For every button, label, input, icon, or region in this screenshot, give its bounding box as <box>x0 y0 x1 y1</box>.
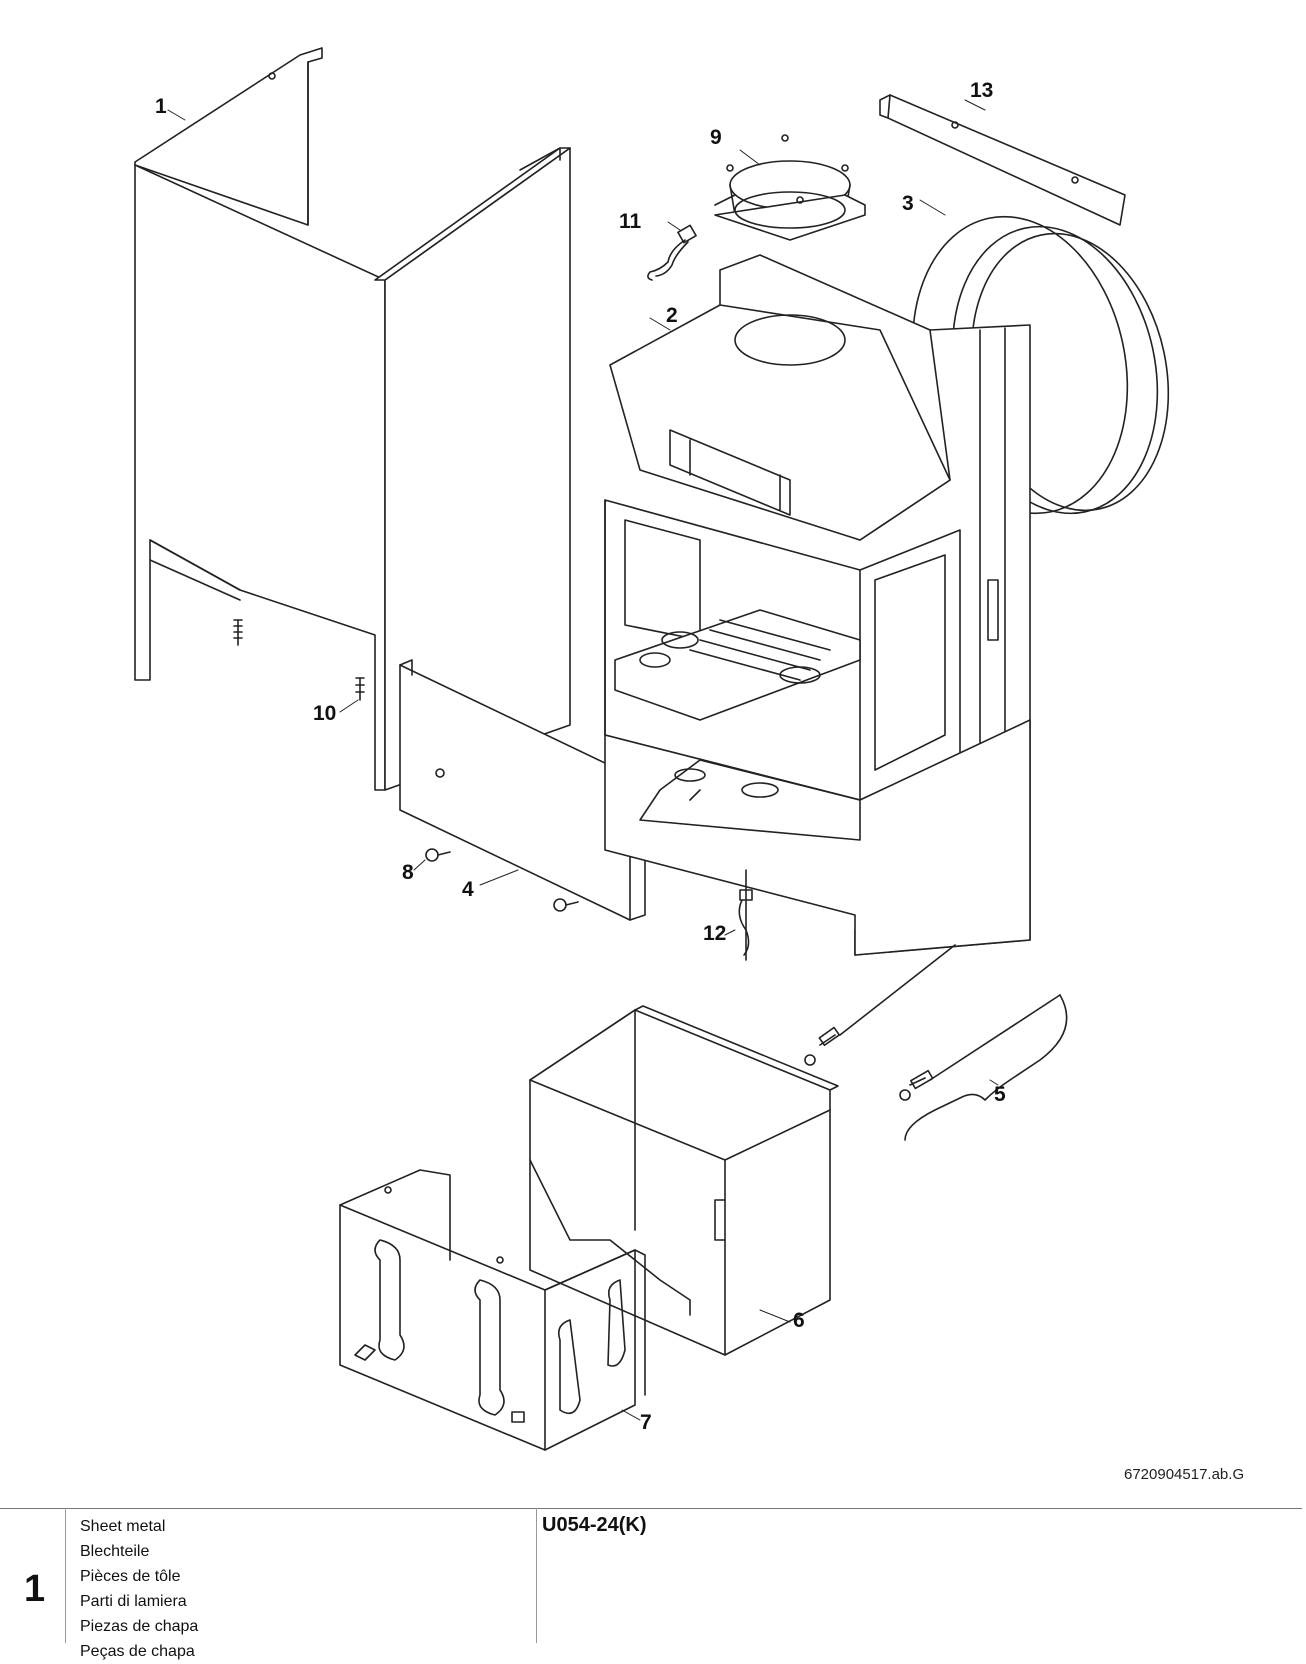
callout-3: 3 <box>902 192 914 215</box>
part-8-screws <box>413 848 579 912</box>
title-es: Piezas de chapa <box>80 1618 199 1635</box>
title-en: Sheet metal <box>80 1518 166 1535</box>
callout-7: 7 <box>640 1411 652 1434</box>
section-number: 1 <box>24 1568 46 1610</box>
parts-list-footer: 1 Sheet metal Blechteile Pièces de tôle … <box>0 1508 1306 1660</box>
callout-13: 13 <box>970 79 994 102</box>
callout-4: 4 <box>462 878 474 901</box>
callout-9: 9 <box>710 126 722 149</box>
part-2-frame-assembly <box>604 254 1031 956</box>
callout-5: 5 <box>994 1083 1006 1106</box>
title-fr: Pièces de tôle <box>80 1568 181 1585</box>
part-6-inner-box <box>529 1005 839 1356</box>
callout-8: 8 <box>402 861 414 884</box>
title-it: Parti di lamiera <box>80 1593 187 1610</box>
drawing-reference-number: 6720904517.ab.G <box>1124 1466 1245 1483</box>
part-7-base-box <box>339 1169 646 1451</box>
footer-divider <box>0 1508 1302 1509</box>
part-5-rods <box>804 944 1068 1141</box>
leader-lines <box>167 109 999 1086</box>
callout-10: 10 <box>313 702 337 725</box>
footer-column-divider <box>65 1508 66 1643</box>
title-de: Blechteile <box>80 1543 150 1560</box>
part-1-casing-panel <box>134 47 571 791</box>
callout-12: 12 <box>703 922 727 945</box>
footer-column-divider <box>536 1508 537 1643</box>
part-9-flue-collar <box>714 134 866 241</box>
part-10-screw <box>233 619 365 713</box>
callout-6: 6 <box>793 1309 805 1332</box>
callout-1: 1 <box>155 95 167 118</box>
model-code: U054-24(K) <box>542 1514 647 1536</box>
callout-11: 11 <box>619 210 642 233</box>
part-12-probe <box>724 869 753 961</box>
part-11-cable <box>647 221 697 281</box>
exploded-parts-drawing <box>134 47 1170 1451</box>
section-titles: Sheet metal Blechteile Pièces de tôle Pa… <box>80 1514 198 1664</box>
callout-2: 2 <box>666 304 678 327</box>
part-13-bracket <box>879 94 1126 226</box>
